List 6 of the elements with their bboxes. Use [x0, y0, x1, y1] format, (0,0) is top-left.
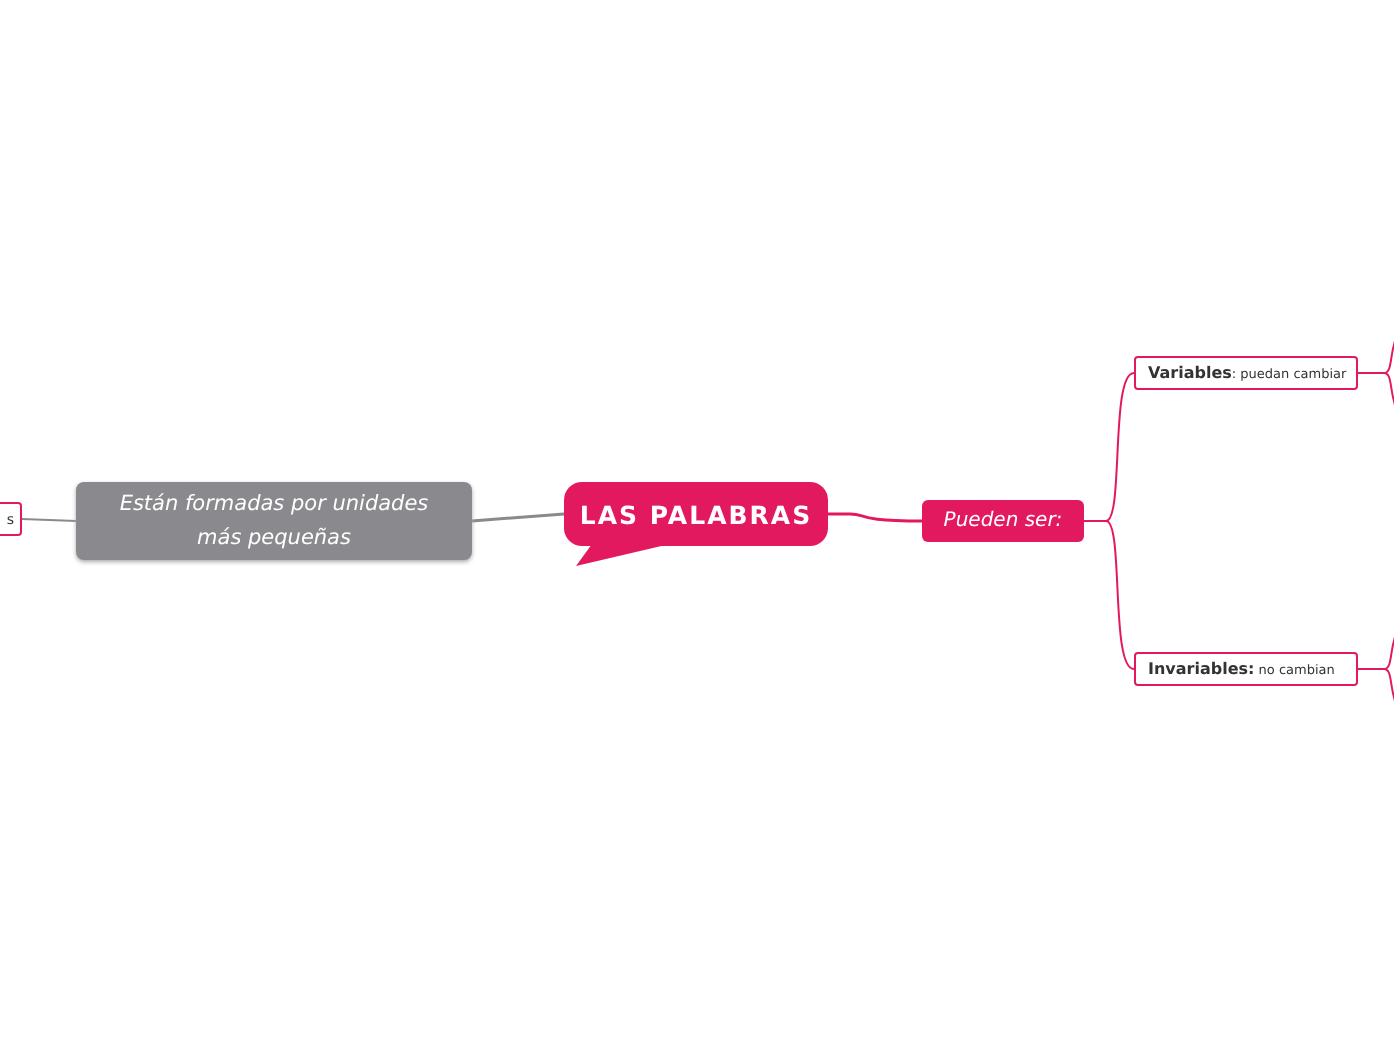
connector-line — [1083, 520, 1135, 670]
connector-line — [21, 518, 77, 522]
topic-box: Están formadas por unidades más pequeñas — [76, 482, 472, 560]
connector-line — [828, 512, 922, 523]
connector-line — [471, 512, 565, 523]
topic-box: Pueden ser: — [922, 500, 1084, 542]
